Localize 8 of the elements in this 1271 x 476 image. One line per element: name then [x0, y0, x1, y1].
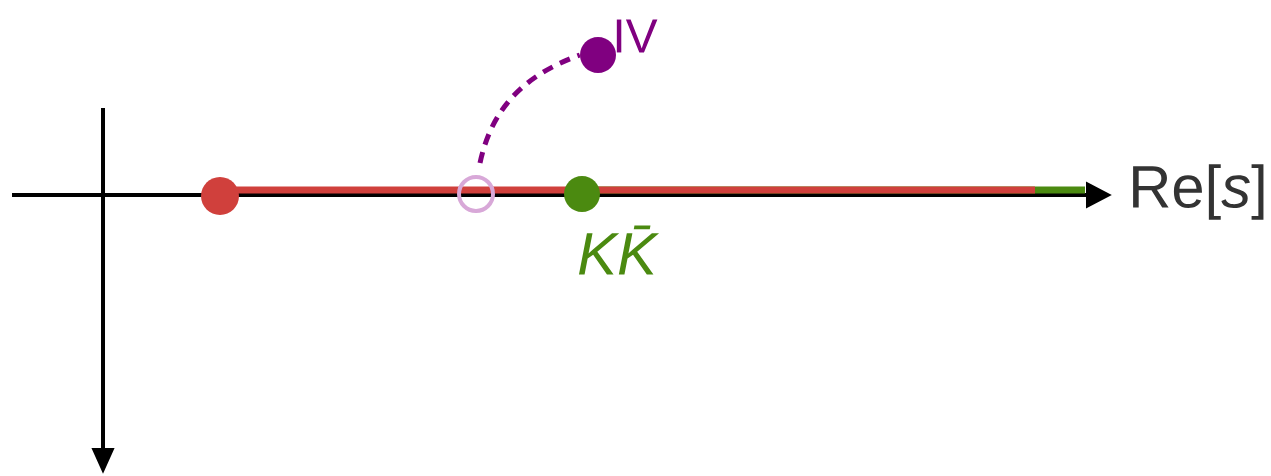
pole-dot [564, 176, 600, 212]
pole-dot [580, 37, 616, 73]
point-label: IV [616, 19, 658, 53]
open-circle [457, 175, 495, 213]
dashed-curve [477, 52, 581, 164]
point-label: KK̄ [579, 225, 660, 275]
pole-dot [201, 177, 239, 215]
axis-label: Re[s] [1133, 164, 1264, 220]
